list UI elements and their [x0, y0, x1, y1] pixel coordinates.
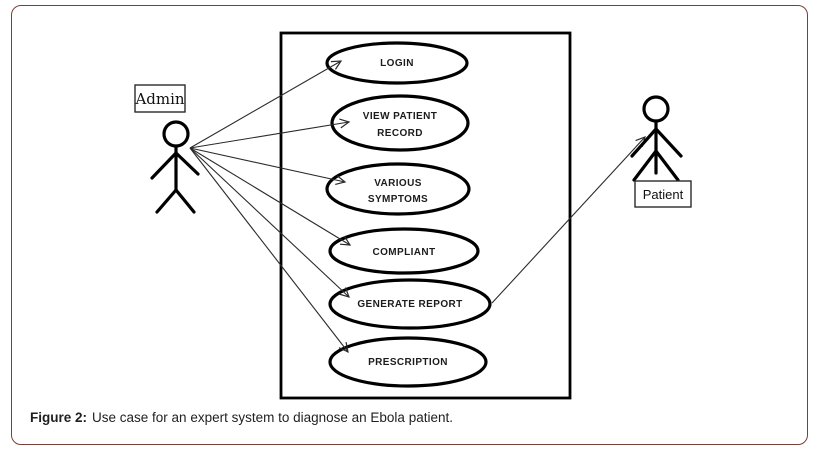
various-symptoms-label-line1: VARIOUS	[374, 178, 422, 189]
admin-label: Admin	[134, 90, 184, 108]
admin-head	[162, 120, 190, 148]
figure-caption-text: Use case for an expert system to diagnos…	[92, 410, 453, 425]
patient-leg-right	[654, 149, 680, 182]
association-admin-prescription	[189, 147, 349, 354]
compliant-label: COMPLIANT	[372, 247, 435, 258]
login-ellipse	[325, 41, 469, 85]
admin-label-box	[134, 84, 186, 113]
figure-caption: Figure 2: Use case for an expert system t…	[30, 410, 453, 425]
association-admin-login	[189, 60, 343, 149]
use-case-various-symptoms: VARIOUS SYMPTOMS	[325, 162, 471, 216]
admin-leg-right	[174, 188, 196, 214]
admin-arm-left	[150, 151, 178, 180]
patient-head	[642, 95, 670, 123]
figure-caption-number: Figure 2:	[30, 410, 88, 425]
use-case-view-patient-record: VIEW PATIENT RECORD	[330, 94, 470, 152]
patient-label-box	[634, 180, 692, 208]
view-patient-record-label-line1: VIEW PATIENT	[363, 111, 437, 122]
compliant-ellipse	[328, 227, 480, 275]
patient-arm-left	[630, 127, 658, 158]
generate-report-ellipse	[328, 278, 492, 330]
use-case-login: LOGIN	[325, 41, 469, 85]
association-admin-compliant	[189, 147, 352, 246]
admin-leg-left	[155, 188, 178, 214]
various-symptoms-ellipse	[325, 162, 471, 216]
view-patient-record-ellipse	[330, 94, 470, 152]
association-admin-various-symptoms	[189, 147, 347, 186]
use-case-generate-report: GENERATE REPORT	[328, 278, 492, 330]
admin-arm-right	[174, 151, 200, 176]
use-case-compliant: COMPLIANT	[328, 227, 480, 275]
association-generate-report-patient	[491, 136, 646, 304]
prescription-label: PRESCRIPTION	[368, 357, 448, 368]
association-admin-view-patient-record	[189, 118, 351, 149]
generate-report-label: GENERATE REPORT	[357, 299, 462, 310]
association-admin-generate-report	[189, 147, 350, 298]
use-case-prescription: PRESCRIPTION	[328, 336, 488, 388]
actor-patient: Patient	[630, 95, 692, 208]
prescription-ellipse	[328, 336, 488, 388]
actor-admin: Admin	[134, 84, 200, 214]
login-label: LOGIN	[380, 58, 414, 69]
patient-leg-left	[632, 149, 658, 182]
patient-arm-right	[654, 127, 683, 158]
view-patient-record-label-line2: RECORD	[377, 128, 423, 139]
various-symptoms-label-line2: SYMPTOMS	[368, 194, 428, 205]
patient-label: Patient	[643, 187, 684, 202]
